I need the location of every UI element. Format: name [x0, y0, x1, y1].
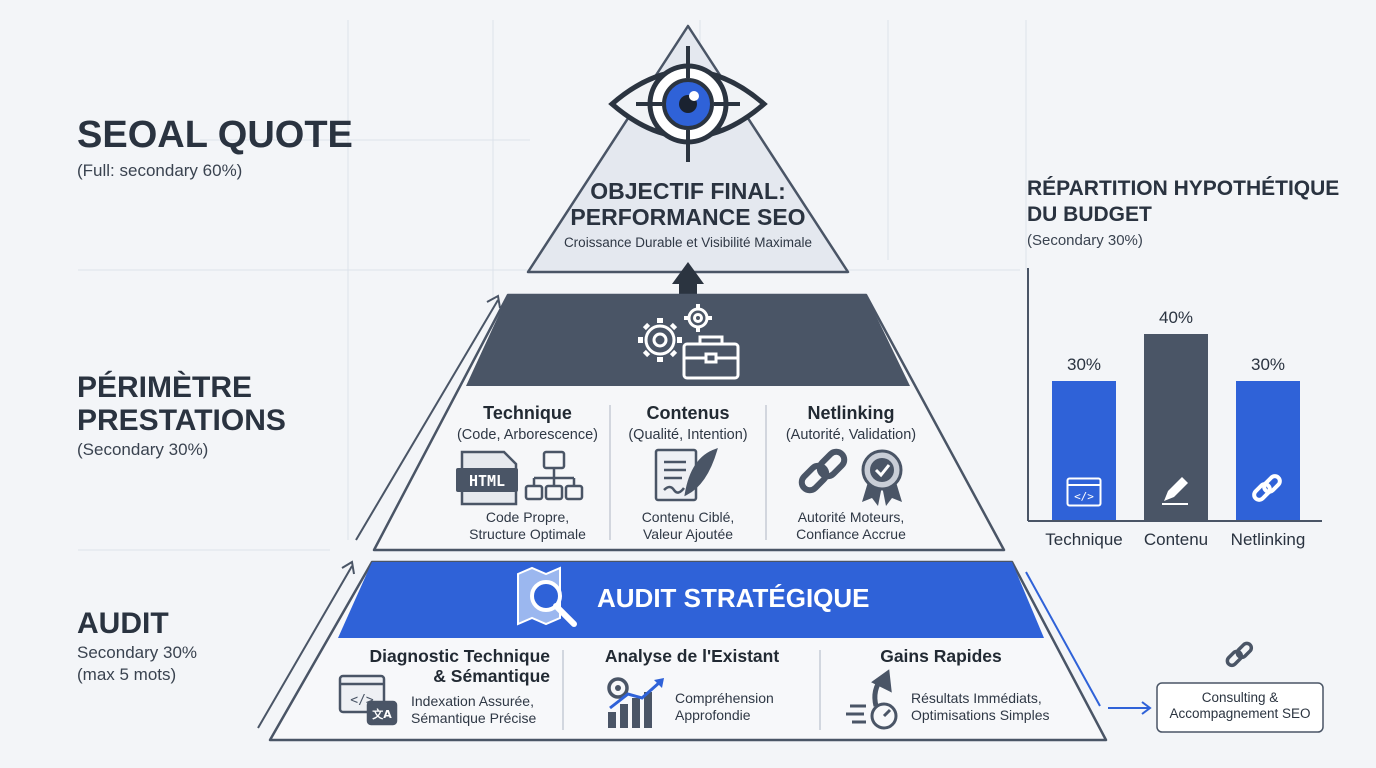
bar-value-label: 30% — [1250, 354, 1286, 374]
middle-tier-band — [466, 295, 910, 386]
desc-line: Structure Optimale — [469, 525, 586, 542]
perimetre-title-line1: PÉRIMÈTRE — [77, 371, 253, 404]
bottom-column-gains-desc: Résultats Immédiats, Optimisations Simpl… — [911, 690, 1081, 724]
chain-link-icon — [1225, 641, 1254, 668]
column-netlinking: Netlinking (Autorité, Validation) — [766, 403, 936, 443]
column-title: Netlinking — [807, 403, 895, 423]
budget-title-line2: DU BUDGET — [1027, 203, 1152, 227]
budget-bar-contenu — [1144, 334, 1208, 520]
column-contenus: Contenus (Qualité, Intention) — [610, 403, 766, 443]
code-translate-icon: </> 文A — [338, 674, 398, 726]
chain-link-icon — [798, 448, 848, 494]
budget-title-line1: RÉPARTITION HYPOTHÉTIQUE — [1027, 177, 1340, 200]
desc-line: Sémantique Précise — [411, 709, 537, 726]
ascending-arrows — [257, 294, 501, 729]
desc-line: Optimisations Simples — [911, 706, 1050, 723]
bottom-column-analyse-desc: Compréhension Approfondie — [675, 690, 815, 724]
svg-text:HTML: HTML — [469, 472, 505, 490]
desc-line: Compréhension — [675, 690, 774, 706]
quote-title: SEOAL QUOTE — [77, 114, 353, 156]
html-file-icon: HTML — [456, 450, 518, 506]
column-title: Contenus — [646, 403, 730, 423]
gears-briefcase-icon — [638, 304, 740, 380]
bottom-column-diagnostic-title: Diagnostic Technique & Sémantique — [330, 646, 550, 686]
desc-line: Indexation Assurée, — [411, 693, 534, 709]
eye-target-icon — [608, 46, 768, 162]
column-title: Technique — [483, 403, 572, 423]
chart-axes — [1027, 268, 1322, 522]
perimetre-title-line2: PRESTATIONS — [77, 404, 286, 437]
consulting-arrow — [1025, 571, 1152, 715]
column-description: Autorité Moteurs, Confiance Accrue — [766, 509, 936, 543]
column-subtitle: (Qualité, Intention) — [628, 427, 748, 443]
column-description: Code Propre, Structure Optimale — [445, 509, 610, 543]
pen-icon — [1158, 473, 1192, 512]
objective-title-line1: OBJECTIF FINAL: — [590, 178, 786, 204]
bar-category-label: Technique — [1045, 530, 1123, 549]
budget-bar-technique: </> — [1052, 380, 1116, 520]
consulting-line2: Accompagnement SEO — [1169, 706, 1311, 722]
budget-subtitle: (Secondary 30%) — [1027, 232, 1143, 249]
column-subtitle: (Autorité, Validation) — [785, 427, 917, 443]
chain-link-icon — [1250, 473, 1284, 512]
desc-line: Autorité Moteurs, — [797, 509, 905, 525]
desc-line: Approfondie — [675, 706, 751, 723]
consulting-box[interactable] — [1156, 682, 1324, 733]
audit-subtitle-line1: Secondary 30% — [77, 643, 198, 662]
desc-line: Contenu Ciblé, — [641, 509, 735, 525]
bottom-column-gains-title: Gains Rapides — [880, 646, 1002, 666]
desc-line: Résultats Immédiats, — [911, 690, 1042, 706]
gear-growth-chart-icon — [607, 677, 664, 728]
bar-category-label: Contenu — [1143, 530, 1209, 549]
consulting-label: Consulting & Accompagnement SEO — [1157, 690, 1323, 722]
audit-title: AUDIT — [77, 607, 169, 640]
desc-line: Confiance Accrue — [796, 525, 906, 542]
title-line: Diagnostic Technique — [369, 646, 550, 666]
sitemap-icon — [524, 450, 584, 501]
column-technique: Technique (Code, Arborescence) — [445, 403, 610, 443]
bottom-column-analyse-title: Analyse de l'Existant — [604, 646, 780, 666]
perimetre-subtitle: (Secondary 30%) — [77, 440, 209, 459]
objective-title: OBJECTIF FINAL: PERFORMANCE SEO — [548, 178, 828, 231]
speed-arrow-icon — [846, 669, 898, 730]
objective-subtitle: Croissance Durable et Visibilité Maximal… — [563, 235, 813, 250]
desc-line: Valeur Ajoutée — [642, 525, 734, 542]
audit-subtitle-line2: (max 5 mots) — [77, 665, 177, 684]
bottom-column-diagnostic-desc: Indexation Assurée, Sémantique Précise — [411, 693, 561, 727]
desc-line: Code Propre, — [485, 509, 570, 525]
award-badge-icon — [861, 449, 903, 506]
audit-banner — [338, 562, 1044, 638]
code-window-icon: </> — [1066, 477, 1102, 512]
budget-title: RÉPARTITION HYPOTHÉTIQUE DU BUDGET — [1027, 176, 1339, 229]
column-description: Contenu Ciblé, Valeur Ajoutée — [610, 509, 766, 543]
svg-text:文A: 文A — [372, 707, 392, 721]
bar-value-label: 30% — [1066, 354, 1102, 374]
quote-subtitle: (Full: secondary 60%) — [77, 161, 243, 180]
title-line: & Sémantique — [433, 666, 550, 687]
document-quill-icon — [654, 448, 718, 502]
objective-title-line2: PERFORMANCE SEO — [570, 204, 806, 231]
column-subtitle: (Code, Arborescence) — [456, 427, 599, 443]
audit-banner-title: AUDIT STRATÉGIQUE — [597, 583, 870, 613]
consulting-line1: Consulting & — [1201, 690, 1279, 705]
budget-bar-netlinking — [1236, 380, 1300, 520]
svg-text:</>: </> — [1074, 490, 1094, 503]
bar-category-label: Netlinking — [1230, 530, 1306, 549]
bar-value-label: 40% — [1158, 308, 1194, 327]
map-magnifier-icon — [517, 566, 577, 627]
